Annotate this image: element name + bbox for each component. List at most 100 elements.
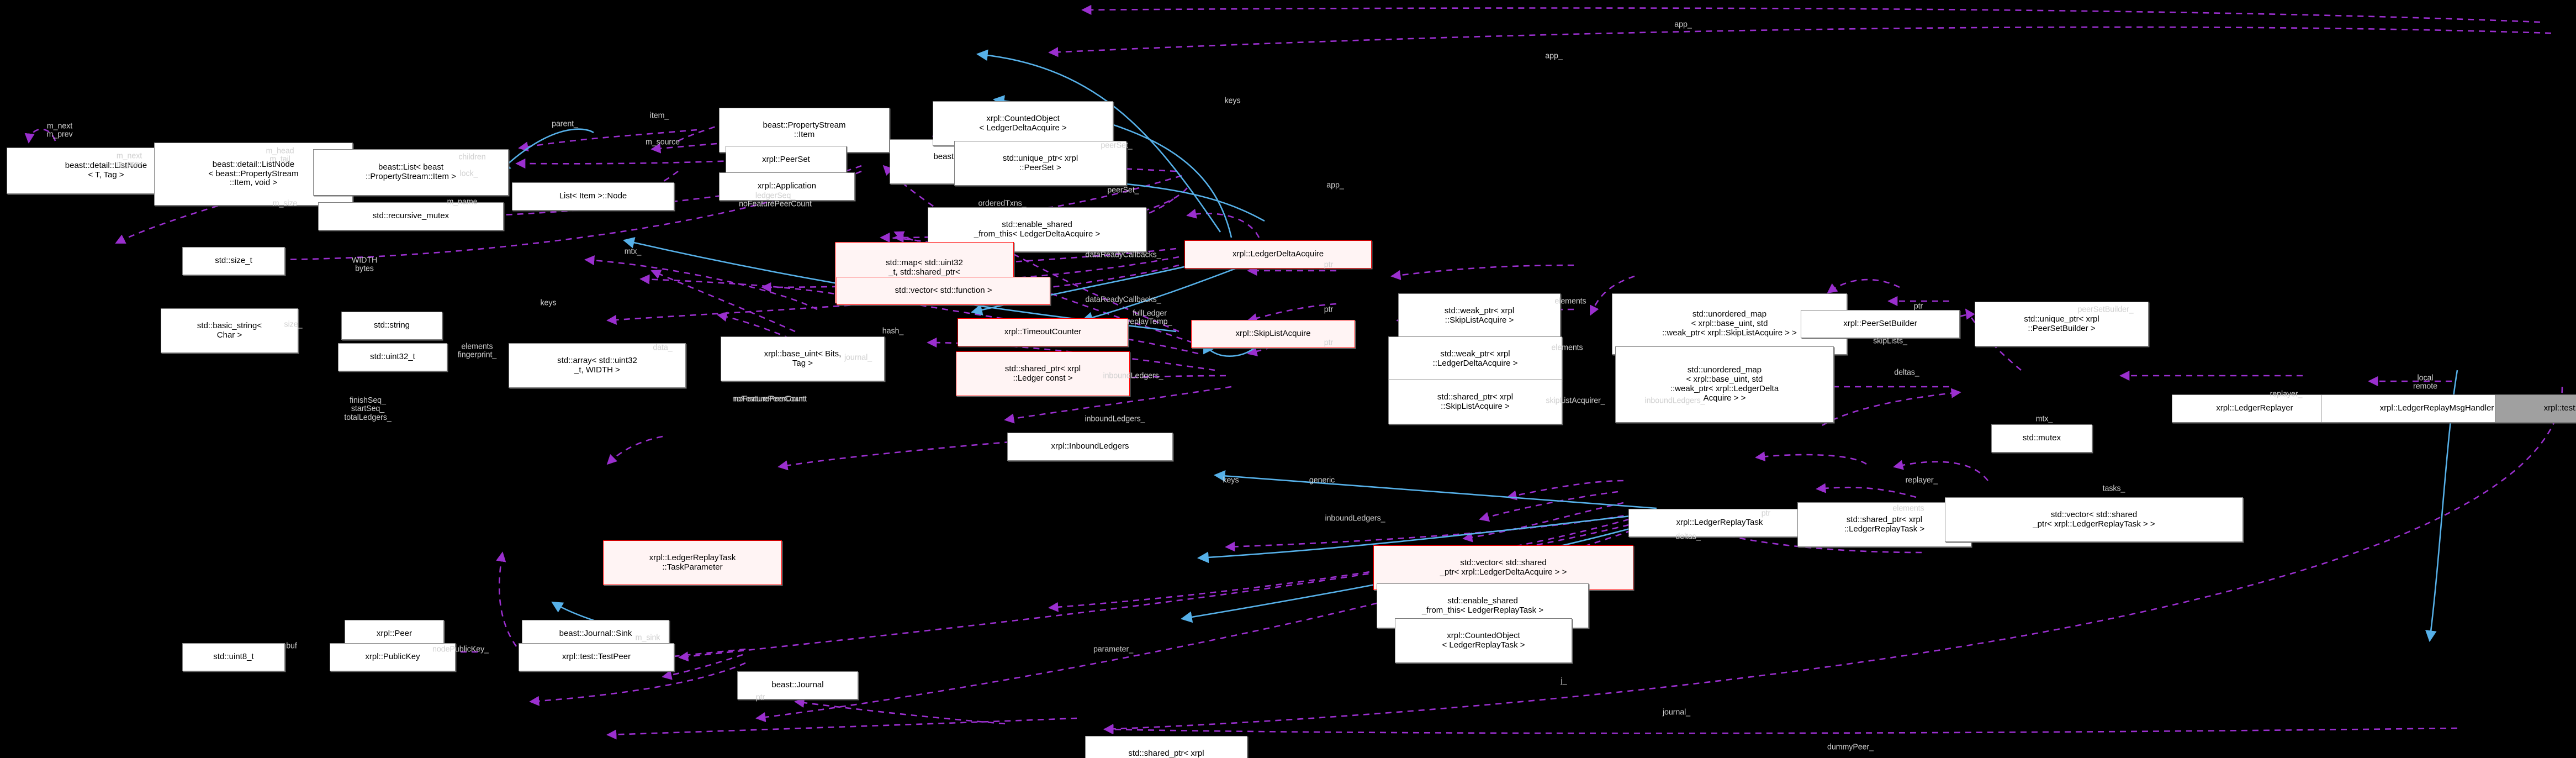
edge-label: mtx_ (624, 247, 642, 256)
class-node-base_uint[interactable]: xrpl::base_uint< Bits, Tag > (721, 336, 885, 381)
edge-label: m_name (447, 197, 478, 207)
class-node-uint8_t[interactable]: std::uint8_t (182, 643, 285, 671)
class-node-recursive_mutex[interactable]: std::recursive_mutex (318, 202, 504, 230)
class-node-vec_function[interactable]: std::vector< std::function > (837, 277, 1050, 305)
class-node-testpeer[interactable]: xrpl::test::TestPeer (519, 643, 674, 671)
edge-label: deltas_ (1675, 532, 1701, 541)
edge-label: item_ (649, 111, 669, 120)
edge-label: app_ (1674, 20, 1692, 29)
class-node-publickey[interactable]: xrpl::PublicKey (330, 643, 456, 671)
edge-label: replayer_ (2270, 389, 2303, 399)
class-node-vec_sp_lda[interactable]: std::vector< std::shared _ptr< xrpl::Led… (1373, 545, 1633, 590)
class-node-wp_lda[interactable]: std::weak_ptr< xrpl ::LedgerDeltaAcquire… (1388, 336, 1562, 381)
class-node-sla[interactable]: xrpl::SkipListAcquire (1191, 320, 1355, 348)
class-node-std_mutex[interactable]: std::mutex (1991, 424, 2092, 452)
class-node-size_t[interactable]: std::size_t (182, 247, 285, 275)
class-node-counted_lda[interactable]: xrpl::CountedObject < LedgerDeltaAcquire… (933, 101, 1113, 146)
edge-label: m_head m_tail (266, 146, 294, 164)
class-node-lrt[interactable]: xrpl::LedgerReplayTask (1628, 509, 1811, 537)
edge-label: ptr (755, 693, 765, 702)
class-node-wp_sla[interactable]: std::weak_ptr< xrpl ::SkipListAcquire > (1398, 293, 1561, 338)
edge-label: app_ (1545, 51, 1563, 61)
class-node-beast_journal[interactable]: beast::Journal (737, 671, 858, 699)
class-node-timeoutcounter[interactable]: xrpl::TimeoutCounter (958, 318, 1128, 346)
class-node-peerset[interactable]: xrpl::PeerSet (726, 146, 847, 174)
edge-label: WIDTH bytes (351, 256, 378, 273)
edge-label: elements (1554, 297, 1586, 306)
edge-label: orderedTxns_ (978, 199, 1027, 208)
edge-label: dataReadyCallbacks_ (1085, 250, 1161, 260)
edge-label: replayer_ (1905, 476, 1938, 485)
edge-label: skipLists_ (1873, 336, 1907, 346)
edge-label: dummyPeer_ (1827, 743, 1874, 752)
edge-label: finishSeq_ startSeq_ totalLedgers_ (344, 396, 392, 422)
class-node-uniq_psb[interactable]: std::unique_ptr< xrpl ::PeerSetBuilder > (1975, 302, 2149, 346)
edge-label: keys (1223, 476, 1239, 485)
edge-label: journal_ (844, 353, 872, 362)
edge-label: buf (286, 641, 297, 651)
edge-label: mtx_ (2035, 414, 2053, 424)
edge-label: ptr (1324, 305, 1334, 314)
edge-label: m_sink (635, 633, 660, 643)
edge-label: parameter_ (1093, 645, 1134, 654)
class-node-list_item_node[interactable]: List< Item >::Node (512, 182, 674, 210)
edge-label: ptr (1761, 509, 1771, 518)
edge-label: lock_ (459, 169, 478, 178)
edge-label: nodePublicKey_ (432, 645, 489, 654)
class-node-esft_lda[interactable]: std::enable_shared _from_this< LedgerDel… (928, 207, 1146, 252)
edge-label: parent_ (552, 119, 578, 129)
edge-label: m_next m_prev (46, 122, 73, 139)
edge-label: deltas_ (1894, 368, 1919, 377)
edge-label: skipListAcquirer_ (1546, 396, 1605, 406)
class-node-testpeerset[interactable]: xrpl::test::TestPeerSet (2495, 394, 2576, 423)
edge-label: fullLedger replayTemp_ (1127, 309, 1172, 327)
class-node-sp_sla[interactable]: std::shared_ptr< xrpl ::SkipListAcquire … (1388, 380, 1562, 424)
edge-label: inboundLedgers_ (1103, 371, 1163, 381)
edge-label: inboundLedgers_ (1325, 514, 1385, 523)
edge-label: ledgerSeq_ noFeaturePeerCount (739, 191, 812, 209)
class-node-vec_sp_lrt[interactable]: std::vector< std::shared _ptr< xrpl::Led… (1945, 497, 2243, 542)
edge-label: ptr (1324, 338, 1334, 348)
edge-label: noFeaturePeerCount (732, 394, 805, 404)
class-node-lda[interactable]: xrpl::LedgerDeltaAcquire (1184, 240, 1372, 269)
edge-label: hash_ (882, 327, 904, 336)
edge-label: children (458, 152, 486, 162)
class-node-peersetbuilder[interactable]: xrpl::PeerSetBuilder (1801, 310, 1960, 338)
edge-label: elements (1551, 343, 1583, 352)
edge-label: tasks_ (2102, 484, 2125, 493)
class-node-uniq_peerset[interactable]: std::unique_ptr< xrpl ::PeerSet > (954, 141, 1126, 186)
edge-label: keys (1224, 96, 1241, 106)
edge-label: peerSet_ (1101, 141, 1133, 150)
class-node-sp_ledger_const[interactable]: std::shared_ptr< xrpl ::Ledger const > (956, 351, 1130, 396)
class-node-counted_lrt[interactable]: xrpl::CountedObject < LedgerReplayTask > (1395, 618, 1572, 663)
edge-label: noFeaturePeerCount (734, 394, 807, 404)
edge-label: dataReadyCallbacks_ (1085, 295, 1161, 304)
edge-label: peerSet_ (1107, 186, 1139, 195)
class-node-basic_string[interactable]: std::basic_string< Char > (161, 308, 298, 353)
class-node-std_string[interactable]: std::string (341, 312, 442, 340)
class-node-ledgerreplayer[interactable]: xrpl::LedgerReplayer (2172, 394, 2337, 423)
class-node-application[interactable]: xrpl::Application (719, 172, 855, 201)
edge-label: peerSetBuilder_ (2077, 305, 2134, 314)
edge-label: m_source (646, 138, 680, 147)
edge-label: journal_ (1662, 708, 1691, 717)
edge-label: local remote (2413, 373, 2437, 391)
class-node-lrt_taskparam[interactable]: xrpl::LedgerReplayTask ::TaskParameter (603, 540, 782, 585)
edge-label: elements (1892, 504, 1924, 513)
edge-label: m_size (272, 199, 298, 208)
edge-label: app_ (1326, 181, 1344, 190)
edge-label: ptr (1913, 302, 1923, 311)
class-node-std_array[interactable]: std::array< std::uint32 _t, WIDTH > (509, 343, 686, 388)
edge-label: inboundLedgers_ (1644, 396, 1705, 406)
class-node-umap_lda[interactable]: std::unordered_map < xrpl::base_uint, st… (1615, 346, 1834, 423)
edge-label: ptr (1324, 260, 1334, 270)
class-node-sp_testpeer[interactable]: std::shared_ptr< xrpl ::test::TestPeer > (1085, 736, 1247, 758)
edge-label: j_ (1561, 676, 1567, 686)
class-node-beast_list_item[interactable]: beast::List< beast ::PropertyStream::Ite… (313, 149, 509, 196)
class-node-inboundledgers[interactable]: xrpl::InboundLedgers (1007, 433, 1173, 461)
edge-label: m_next m_prev (116, 151, 142, 169)
edge-label: size_ (284, 320, 303, 329)
class-node-uint32_t[interactable]: std::uint32_t (338, 343, 447, 371)
class-node-prop_item[interactable]: beast::PropertyStream ::Item (719, 108, 890, 152)
